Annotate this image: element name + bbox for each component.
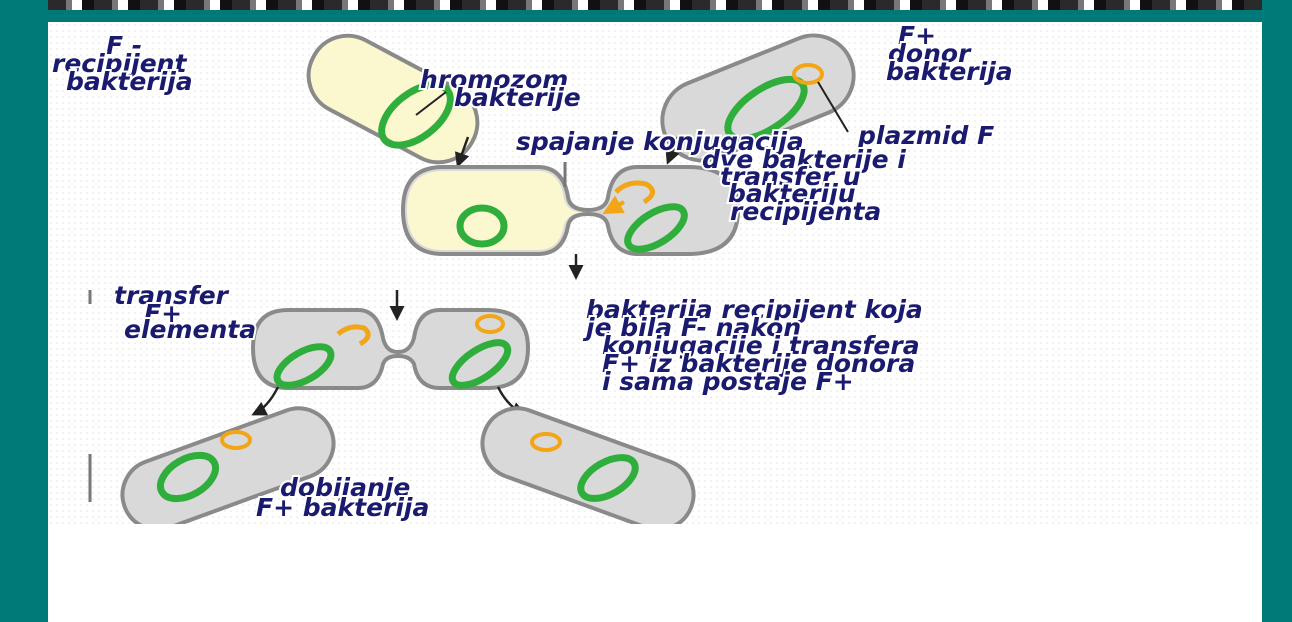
label-recipient-1: recipijent bbox=[52, 49, 187, 78]
label-transfer-2: F+ bbox=[144, 299, 182, 328]
result-right-plasmid bbox=[530, 432, 562, 452]
label-conjugation-4: bakteriju bbox=[728, 179, 856, 208]
slide: F - recipijent bakterija hromozom bakter… bbox=[48, 22, 1262, 622]
label-plasmid: plazmid F bbox=[857, 121, 994, 150]
transfer-left-chromosome bbox=[273, 343, 335, 389]
result-left-plasmid bbox=[220, 430, 252, 450]
pair-donor-chromosome bbox=[624, 203, 688, 253]
label-final-2: F+ bakterija bbox=[256, 493, 429, 522]
conjugating-pair bbox=[400, 162, 741, 256]
label-result-1: bakterija recipijent koja bbox=[586, 295, 923, 324]
label-conjugation-5: recipijenta bbox=[730, 197, 881, 226]
label-f-plus: F+ bbox=[898, 22, 936, 50]
pair-recipient-chromosome bbox=[456, 204, 508, 248]
label-conjugation-2: dve bakterije i bbox=[702, 145, 906, 174]
result-left-chromosome bbox=[157, 451, 219, 503]
label-donor-2: bakterija bbox=[886, 57, 1013, 86]
top-strip bbox=[0, 0, 1292, 16]
label-conjugation-3: transfer u bbox=[720, 162, 861, 191]
top-strip-texture bbox=[48, 0, 1262, 10]
conjugation-diagram: F - recipijent bakterija hromozom bakter… bbox=[48, 22, 1262, 524]
label-chromosome-2: bakterije bbox=[454, 83, 581, 112]
recipient-bacterium bbox=[306, 33, 480, 165]
label-chromosome-1: hromozom bbox=[420, 65, 568, 94]
label-result-5: i sama postaje F+ bbox=[602, 367, 854, 396]
transfer-right-plasmid bbox=[475, 314, 505, 334]
label-final-1: dobijanje bbox=[280, 473, 410, 502]
result-bacterium-left bbox=[120, 406, 336, 524]
recipient-chromosome bbox=[378, 81, 454, 149]
label-f-minus: F - bbox=[106, 31, 142, 60]
donor-plasmid bbox=[792, 63, 824, 85]
result-right-chromosome bbox=[577, 454, 639, 502]
result-bacterium-right bbox=[480, 406, 696, 524]
label-donor-1: donor bbox=[888, 39, 972, 68]
label-transfer-1: transfer bbox=[114, 281, 230, 310]
label-result-4: F+ iz bakterije donora bbox=[602, 349, 915, 378]
transfer-pair bbox=[250, 308, 531, 390]
transfer-right-chromosome bbox=[448, 339, 512, 389]
label-transfer-3: elementa bbox=[124, 315, 256, 344]
label-conjugation-1: spajanje konjugacija bbox=[516, 127, 804, 156]
donor-chromosome bbox=[724, 75, 808, 143]
label-recipient-2: bakterija bbox=[66, 67, 193, 96]
label-result-3: konjugacije i transfera bbox=[602, 331, 920, 360]
donor-bacterium bbox=[660, 33, 856, 163]
label-result-2: je bila F- nakon bbox=[582, 313, 801, 342]
